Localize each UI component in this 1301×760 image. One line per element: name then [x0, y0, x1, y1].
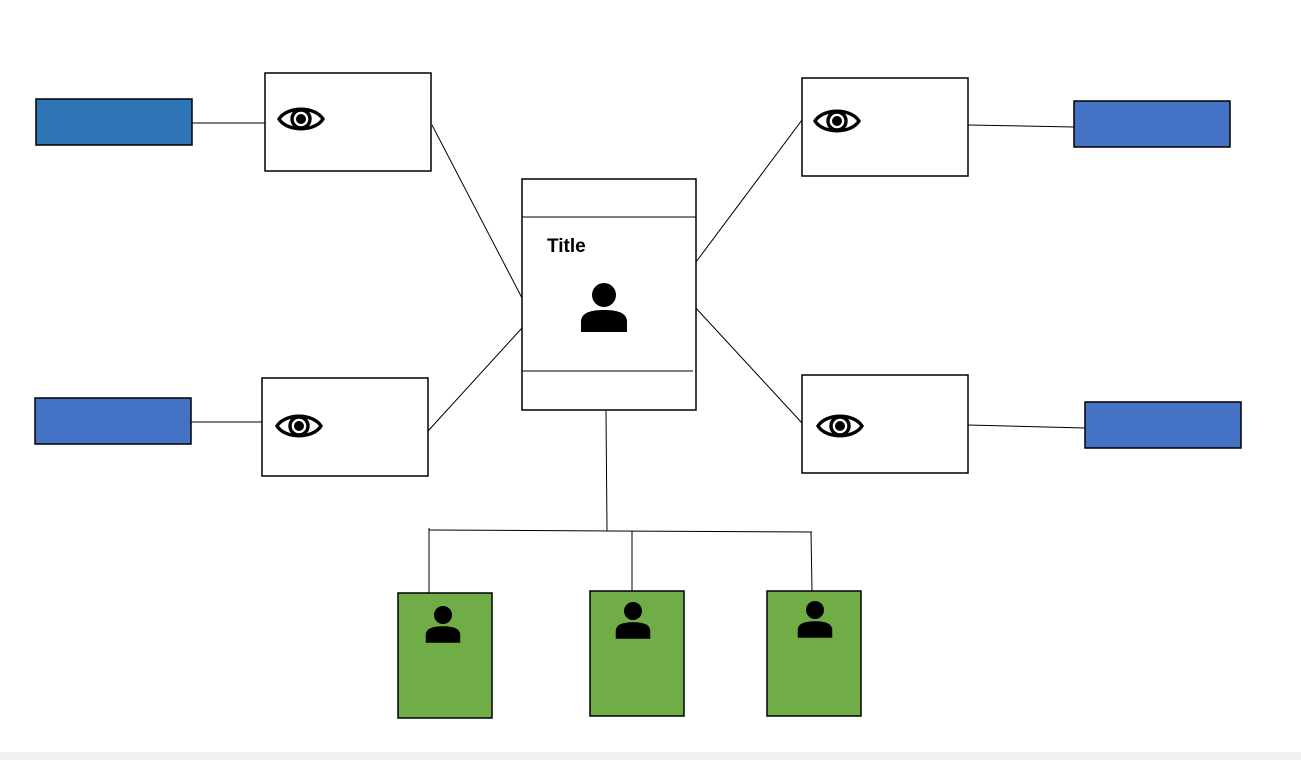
connector-drop-right: [810, 531, 813, 592]
eye-card-top-right[interactable]: [801, 77, 969, 177]
blue-box-bottom-left[interactable]: [34, 397, 192, 445]
connector-br-eye-to-center: [693, 305, 803, 424]
central-card[interactable]: Title: [521, 178, 697, 411]
connector-tr-eye-to-center: [695, 119, 803, 263]
blue-box-top-right[interactable]: [1073, 100, 1231, 148]
blue-box-top-left[interactable]: [35, 98, 193, 146]
eye-card-bottom-right[interactable]: [801, 374, 969, 474]
connector-tr-eye-to-blue: [967, 124, 1075, 128]
blue-box-bottom-right[interactable]: [1084, 401, 1242, 449]
green-card-middle[interactable]: [589, 590, 685, 717]
green-card-left[interactable]: [397, 592, 493, 719]
connectors: [191, 119, 1086, 593]
connector-center-down: [605, 410, 608, 532]
eye-card-top-left[interactable]: [264, 72, 432, 172]
connector-tl-eye-to-center: [431, 124, 523, 299]
connector-br-eye-to-blue: [967, 424, 1086, 429]
green-card-right[interactable]: [766, 590, 862, 717]
central-card-title: Title: [547, 236, 586, 257]
connector-bl-eye-to-center: [427, 327, 523, 432]
eye-card-bottom-left[interactable]: [261, 377, 429, 477]
bottom-status-strip: [0, 752, 1301, 760]
connector-bus: [428, 529, 813, 533]
